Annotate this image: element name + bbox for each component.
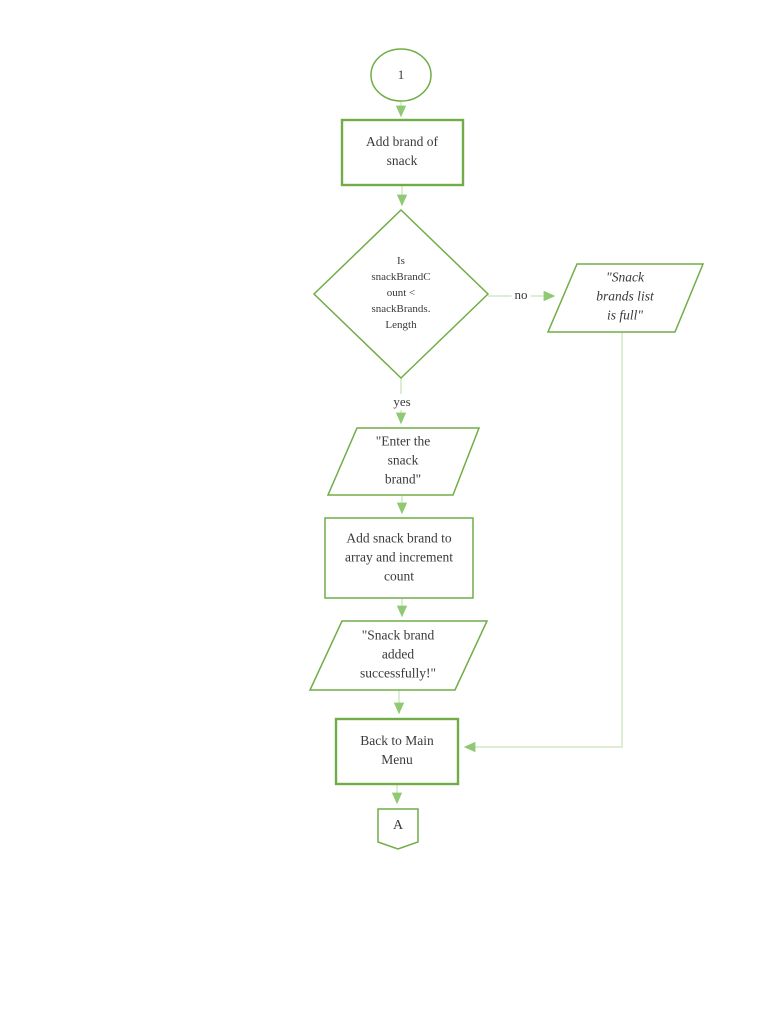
output-list-full-label: "Snack brands list is full": [596, 269, 653, 326]
label-line: "Enter the: [375, 433, 431, 449]
offpage-connector-label: A: [392, 818, 404, 834]
decision-count-check-label: Is snackBrandC ount < snackBrands. Lengt…: [371, 254, 430, 334]
process-add-brand-shape: [340, 118, 465, 187]
label-line: successfully!": [360, 665, 436, 681]
output-added-success-label: "Snack brand added successfully!": [360, 627, 436, 684]
label-line: "Snack brand: [361, 627, 435, 643]
decision-count-check-shape: [312, 208, 490, 380]
process-add-to-array-label: Add snack brand to array and increment c…: [345, 530, 453, 587]
label-line: snackBrands.: [371, 302, 431, 315]
label-line: ount <: [386, 287, 416, 300]
label-line: brand": [384, 471, 422, 487]
process-back-to-menu-shape: [334, 717, 460, 786]
label-line: Add snack brand to: [346, 530, 452, 546]
label-line: is full": [606, 307, 644, 323]
start-connector-shape: [370, 48, 432, 102]
label-line: array and increment: [345, 549, 453, 565]
label-line: added: [381, 646, 415, 662]
process-add-brand-label: Add brand of snack: [366, 133, 438, 171]
arrow-list-full-to-back-menu: [463, 332, 623, 753]
process-add-to-array-shape: [324, 517, 474, 599]
input-enter-brand-label: "Enter the snack brand": [376, 433, 431, 490]
label-line: "Snack: [606, 269, 644, 285]
process-back-to-menu-label: Back to Main Menu: [360, 732, 434, 770]
start-connector-label: 1: [397, 66, 405, 82]
label-line: Is: [397, 255, 405, 268]
label-line: snackBrandC: [371, 271, 431, 284]
label-line: Menu: [381, 752, 413, 767]
label-line: count: [383, 568, 414, 584]
label-line: snack: [387, 452, 419, 468]
output-added-success-shape: [308, 620, 489, 691]
input-enter-brand-shape: [326, 427, 481, 496]
label-line: Back to Main: [360, 733, 434, 749]
label-line: snack: [386, 153, 418, 168]
label-line: Length: [385, 318, 417, 331]
label-line: Add brand of: [366, 134, 438, 150]
edge-no-label: no: [511, 287, 531, 303]
label-line: brands list: [596, 288, 654, 304]
offpage-connector-shape: [377, 808, 419, 850]
edge-yes-label: yes: [390, 394, 414, 410]
output-list-full-shape: [546, 263, 705, 333]
